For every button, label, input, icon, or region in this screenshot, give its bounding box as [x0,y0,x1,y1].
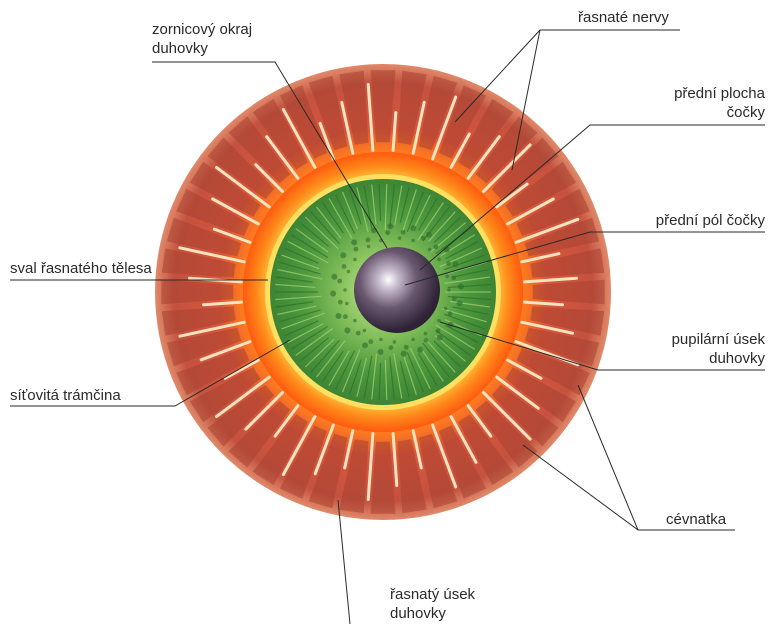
iris-crypt-spot [362,342,368,348]
iris-crypt-spot [421,236,426,241]
iris-crypt-spot [356,331,361,336]
label-iris-pupillary-margin: zornicový okraj duhovky [152,20,252,58]
label-iris-ciliary-zone-line1: řasnatý úsek [390,585,475,604]
iris-crypt-spot [351,239,357,245]
iris-crypt-spot [426,232,432,238]
iris-crypt-spot [389,345,394,350]
iris-crypt-spot [337,279,342,284]
label-iris-pupillary-zone-line1: pupilární úsek [672,330,765,349]
iris-crypt-spot [446,261,451,266]
iris-crypt-spot [331,274,337,280]
iris-crypt-spot [330,291,336,297]
iris-crypt-spot [404,345,409,350]
iris-crypt-spot [340,252,346,258]
label-iris-ciliary-zone: řasnatý úsek duhovky [390,585,475,623]
iris-crypt-spot [367,245,371,249]
iris-crypt-spot [347,270,351,274]
iris-crypt-spot [411,239,415,243]
iris-crypt-spot [436,329,441,334]
iris-crypt-spot [385,230,390,235]
iris-crypt-spot [353,319,357,323]
iris-crypt-spot [378,349,384,355]
iris-crypt-spot [437,335,443,341]
iris-crypt-spot [457,300,463,306]
iris-crypt-spot [452,297,457,302]
iris-crypt-spot [401,230,406,235]
label-iris-pupillary-zone-line2: duhovky [672,349,765,368]
iris-crypt-spot [343,314,348,319]
iris-crypt-spot [345,302,349,306]
iris-crypt-spot [393,340,397,344]
label-iris-pupillary-zone: pupilární úsek duhovky [672,330,765,368]
iris-crypt-spot [411,338,415,342]
iris-crypt-spot [433,245,438,250]
label-lens-anterior-pole: přední pól čočky [656,211,765,230]
iris-crypt-spot [398,236,402,240]
iris-crypt-spot [343,288,347,292]
label-lens-anterior-surface: přední plocha čočky [674,84,765,122]
iris-crypt-spot [401,351,407,357]
label-iris-pupillary-margin-line1: zornicový okraj [152,20,252,39]
label-iris-pupillary-margin-line2: duhovky [152,39,252,58]
leader-ciliary-zone [338,500,350,624]
iris-crypt-spot [448,311,453,316]
label-iris-ciliary-zone-line2: duhovky [390,604,475,623]
iris-crypt-spot [447,288,451,292]
iris-crypt-spot [338,300,343,305]
iris-crypt-spot [458,284,464,290]
iris-crypt-spot [428,248,432,252]
label-lens-anterior-surface-line1: přední plocha [674,84,765,103]
iris-crypt-spot [344,327,350,333]
label-trabecular-meshwork: síťovitá trámčina [10,386,121,405]
label-ciliary-muscle: sval řasnatého tělesa [10,259,152,278]
iris-crypt-spot [379,338,383,342]
label-choroid: cévnatka [666,510,726,529]
iris-crypt-spot [336,313,342,319]
iris-crypt-spot [417,347,423,353]
iris-crypt-spot [424,338,429,343]
iris-crypt-spot [444,307,448,311]
iris-crypt-spot [354,247,359,252]
iris-crypt-spot [451,276,456,281]
iris-crypt-spot [445,275,449,279]
iris-crypt-spot [453,261,459,267]
lens-pupil [354,247,440,333]
iris-crypt-spot [424,332,428,336]
label-ciliary-nerves: řasnaté nervy [578,8,669,27]
iris-crypt-spot [368,339,373,344]
iris-crypt-spot [387,223,393,229]
iris-crypt-spot [363,329,367,333]
iris-crypt-spot [437,258,441,262]
iris-crypt-spot [342,264,347,269]
iris-crypt-spot [366,237,371,242]
iris-crypt-spot [410,225,416,231]
iris-crypt-spot [353,258,357,262]
label-lens-anterior-surface-line2: čočky [674,103,765,122]
